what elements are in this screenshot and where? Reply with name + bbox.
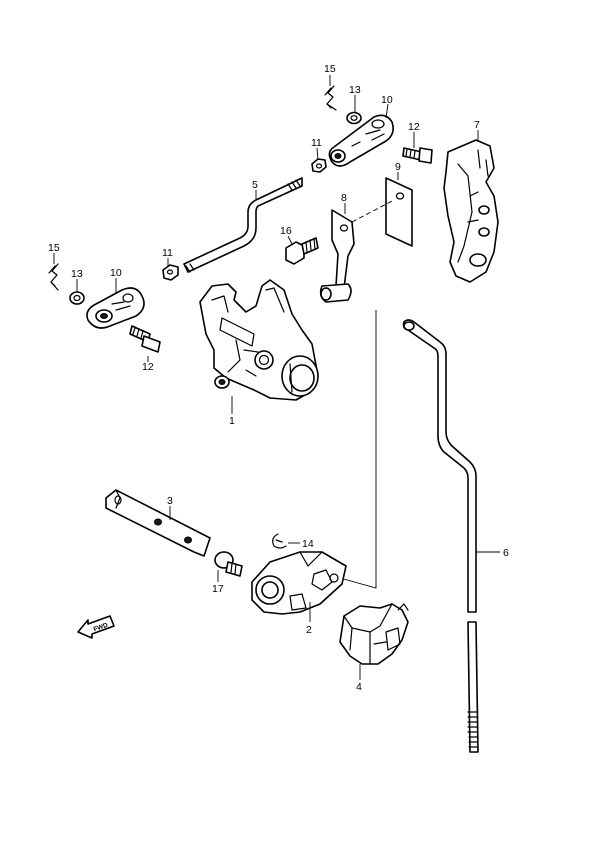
callout-9: 9 — [395, 161, 401, 173]
leader-lines — [53, 75, 500, 680]
callout-5: 5 — [252, 179, 258, 191]
part-12-pin-left — [129, 325, 161, 353]
callout-8: 8 — [341, 192, 347, 204]
part-9-plate — [385, 177, 413, 247]
callout-7: 7 — [474, 119, 480, 131]
part-3-bar — [105, 489, 211, 557]
part-4-cam — [339, 603, 409, 665]
callout-13-top: 13 — [349, 84, 361, 96]
part-8-link-arm — [319, 209, 355, 303]
callout-16: 16 — [280, 225, 292, 237]
part-10-lever-left — [86, 287, 145, 329]
callout-6: 6 — [503, 547, 509, 559]
part-15-clip-top — [324, 85, 337, 111]
callout-11-left: 11 — [162, 247, 173, 259]
cable-link-line — [339, 310, 377, 589]
part-14-clip — [272, 533, 287, 549]
part-2-shift-lever — [251, 551, 347, 615]
fwd-arrow-icon: FWD — [77, 615, 115, 639]
part-11-nut-top — [311, 158, 327, 173]
part-16-bolt — [285, 237, 319, 265]
callout-15-left: 15 — [48, 242, 60, 254]
part-1-shift-bracket — [199, 279, 319, 401]
callout-15-top: 15 — [324, 63, 336, 75]
callout-4: 4 — [356, 681, 362, 693]
part-17-bolt — [214, 551, 243, 577]
fwd-label: FWD — [93, 622, 110, 634]
part-12-pin-top — [402, 147, 433, 164]
callout-2: 2 — [306, 624, 312, 636]
part-6-cable-rod — [402, 319, 479, 753]
callout-17: 17 — [212, 583, 224, 595]
callout-12-top: 12 — [408, 121, 420, 133]
part-11-nut-left — [162, 264, 179, 281]
callout-11-top: 11 — [311, 137, 322, 149]
callout-12-left: 12 — [142, 361, 154, 373]
callout-10-left: 10 — [110, 267, 122, 279]
callout-13-left: 13 — [71, 268, 83, 280]
part-5-rod — [183, 177, 303, 273]
callout-1: 1 — [229, 415, 235, 427]
callout-10-top: 10 — [381, 94, 393, 106]
callouts: 15 13 10 11 12 7 9 5 8 16 15 13 10 11 12… — [48, 63, 509, 693]
part-10-lever-top — [328, 114, 394, 167]
callout-3: 3 — [167, 495, 173, 507]
part-7-bracket — [443, 139, 499, 283]
part-13-washer-top — [346, 111, 362, 125]
part-13-washer-left — [69, 291, 85, 305]
part-15-clip-left — [48, 263, 59, 291]
callout-14: 14 — [302, 538, 314, 550]
